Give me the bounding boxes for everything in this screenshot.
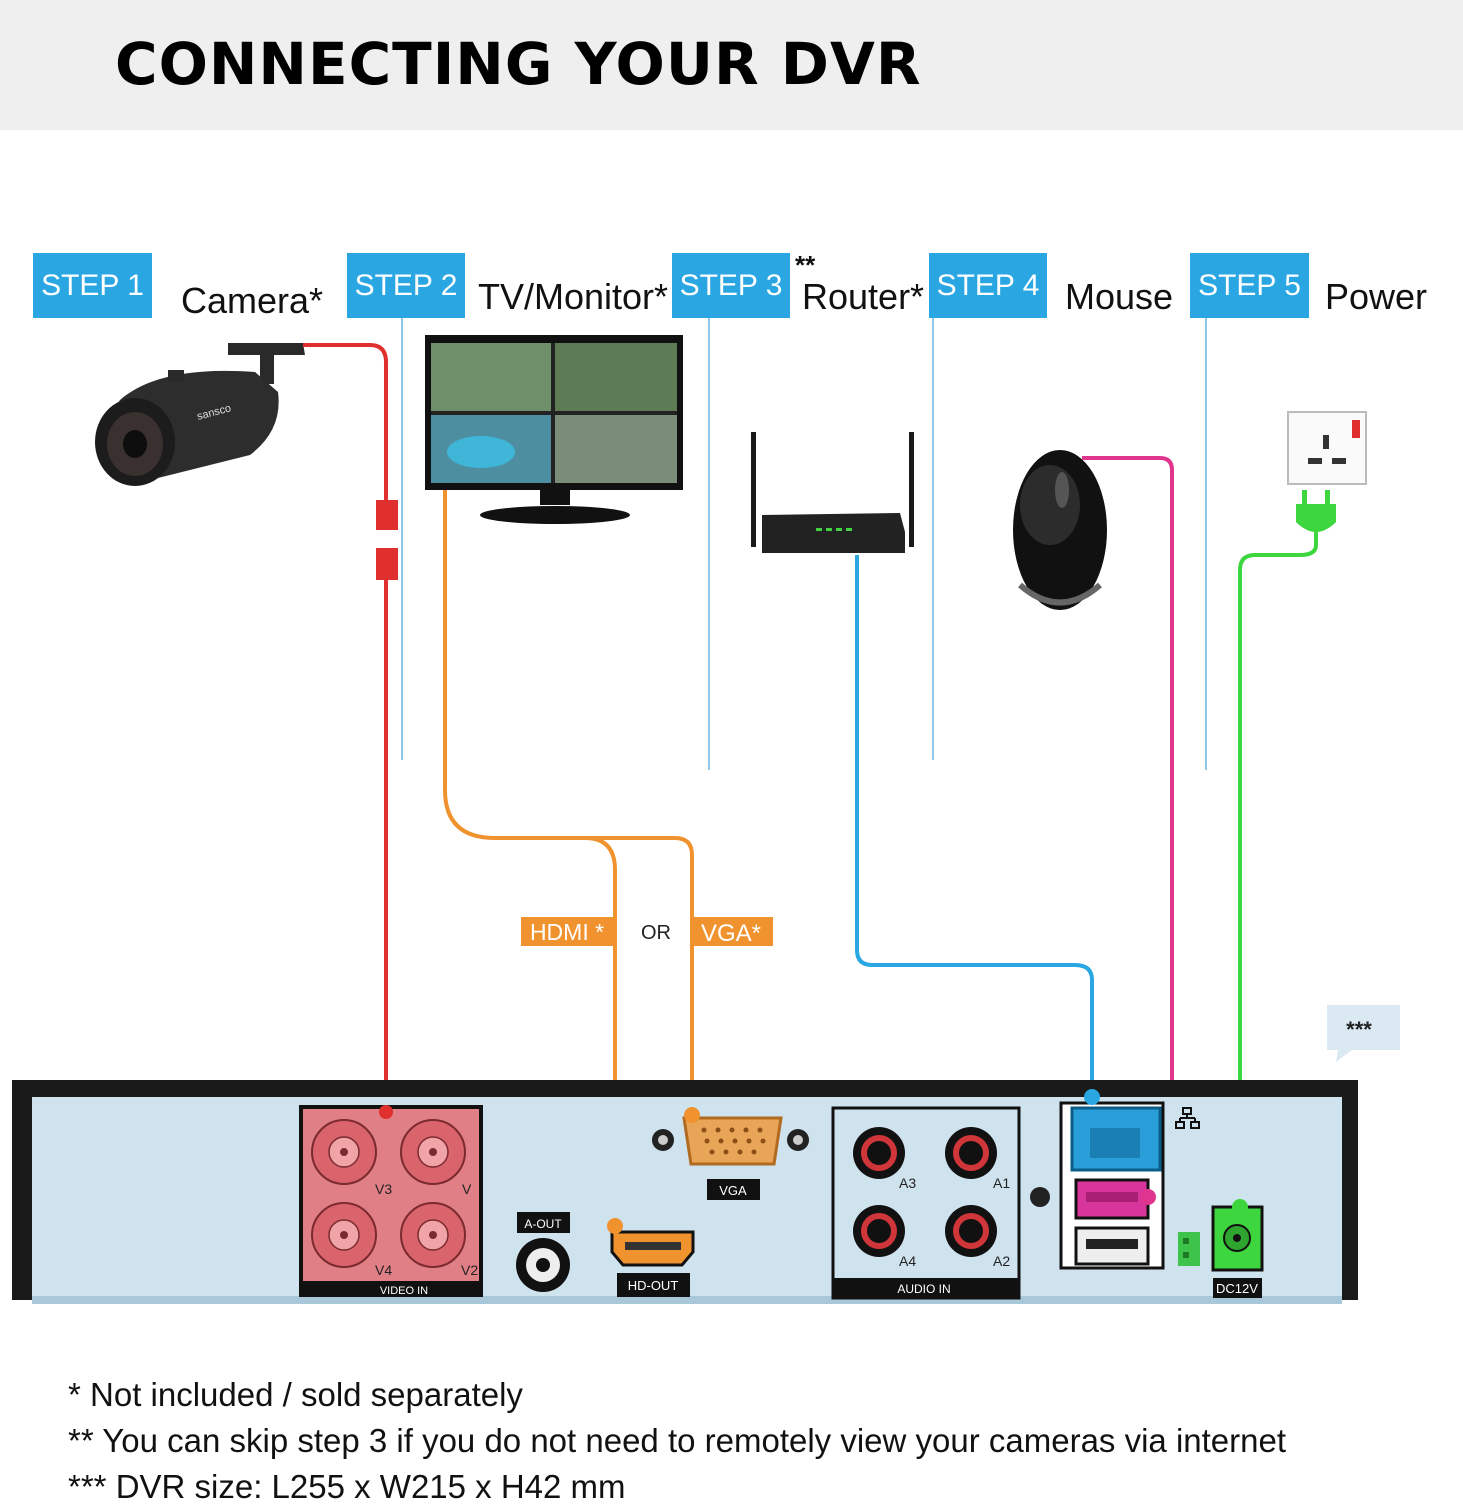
step-2-label: TV/Monitor* xyxy=(478,276,669,317)
video-channel-v4: V4 xyxy=(375,1262,392,1278)
video-cable xyxy=(443,490,694,1226)
power-outlet-icon xyxy=(1287,411,1367,485)
or-label: OR xyxy=(641,922,671,944)
step-1-badge: STEP 1 xyxy=(33,253,152,318)
video-in-ports: V3 V V4 V2 VIDEO IN xyxy=(299,1105,483,1297)
step-3-badge: STEP 3 xyxy=(672,253,790,318)
svg-text:HD-OUT: HD-OUT xyxy=(628,1278,679,1293)
ground-screw xyxy=(1030,1187,1050,1207)
step-2-badge: STEP 2 xyxy=(347,253,465,318)
footnote-1: * Not included / sold separately xyxy=(68,1376,523,1413)
audio-channel-a3: A3 xyxy=(899,1175,916,1191)
step-3-label: Router* xyxy=(802,276,925,317)
terminal-block-icon xyxy=(1178,1232,1200,1266)
svg-text:A-OUT: A-OUT xyxy=(524,1217,562,1231)
footnote-2: ** You can skip step 3 if you do not nee… xyxy=(68,1422,1287,1459)
svg-text:DC12V: DC12V xyxy=(1216,1281,1258,1296)
svg-text:AUDIO IN: AUDIO IN xyxy=(897,1282,950,1296)
footnote-3: *** DVR size: L255 x W215 x H42 mm xyxy=(68,1468,626,1505)
audio-channel-a2: A2 xyxy=(993,1253,1010,1269)
audio-in-ports: A3 A1 A4 A2 AUDIO IN xyxy=(831,1106,1021,1300)
mouse-icon xyxy=(1013,450,1107,610)
video-in-label: VIDEO IN xyxy=(380,1285,428,1297)
svg-text:***: *** xyxy=(1346,1017,1372,1042)
step-guide-lines xyxy=(401,318,1207,770)
step-5-label: Power xyxy=(1325,276,1428,317)
step-4-badge: STEP 4 xyxy=(929,253,1047,318)
monitor-icon xyxy=(425,335,683,524)
vga-cable-end xyxy=(684,1107,700,1123)
network-icon xyxy=(1175,1107,1200,1129)
power-plug-icon xyxy=(1296,490,1336,532)
hd-out-port: HD-OUT xyxy=(610,1230,695,1297)
mouse-cable-end xyxy=(1140,1189,1156,1205)
hdmi-label: HDMI * xyxy=(530,919,604,945)
footnotes: * Not included / sold separately ** You … xyxy=(68,1372,1286,1510)
step-5-badge: STEP 5 xyxy=(1190,253,1309,318)
video-channel-v1: V xyxy=(462,1181,472,1197)
step-1-label: Camera* xyxy=(181,280,324,321)
camera-cable xyxy=(303,343,388,1110)
video-channel-v2: V2 xyxy=(461,1262,478,1278)
header-bar: CONNECTING YOUR DVR xyxy=(0,0,1463,130)
step-4-label: Mouse xyxy=(1065,276,1174,317)
vga-label-bg xyxy=(690,917,773,946)
page-title: CONNECTING YOUR DVR xyxy=(115,30,922,98)
svg-text:VGA: VGA xyxy=(719,1183,747,1198)
power-cable-end xyxy=(1232,1199,1248,1215)
bnc-connector-bottom xyxy=(376,548,398,580)
hdmi-label-bg xyxy=(521,917,614,946)
step-3-footnote-mark: ** xyxy=(795,250,816,280)
lan-usb-ports xyxy=(1059,1101,1165,1270)
hd-cable-end xyxy=(607,1218,623,1234)
video-channel-v3: V3 xyxy=(375,1181,392,1197)
bnc-connector-top xyxy=(376,500,398,530)
size-callout: *** xyxy=(1327,1005,1400,1062)
camera-cable-end xyxy=(379,1105,393,1119)
network-cable-end xyxy=(1084,1089,1100,1105)
audio-channel-a4: A4 xyxy=(899,1253,916,1269)
vga-label: VGA* xyxy=(701,920,761,947)
audio-channel-a1: A1 xyxy=(993,1175,1010,1191)
router-icon xyxy=(751,432,914,553)
vga-port: VGA xyxy=(652,1116,809,1200)
a-out-port: A-OUT xyxy=(516,1212,570,1292)
dc12v-port: DC12V xyxy=(1211,1205,1264,1298)
network-cable xyxy=(855,555,1094,1097)
camera-icon: sansco xyxy=(95,343,305,486)
power-cable xyxy=(1238,530,1318,1210)
